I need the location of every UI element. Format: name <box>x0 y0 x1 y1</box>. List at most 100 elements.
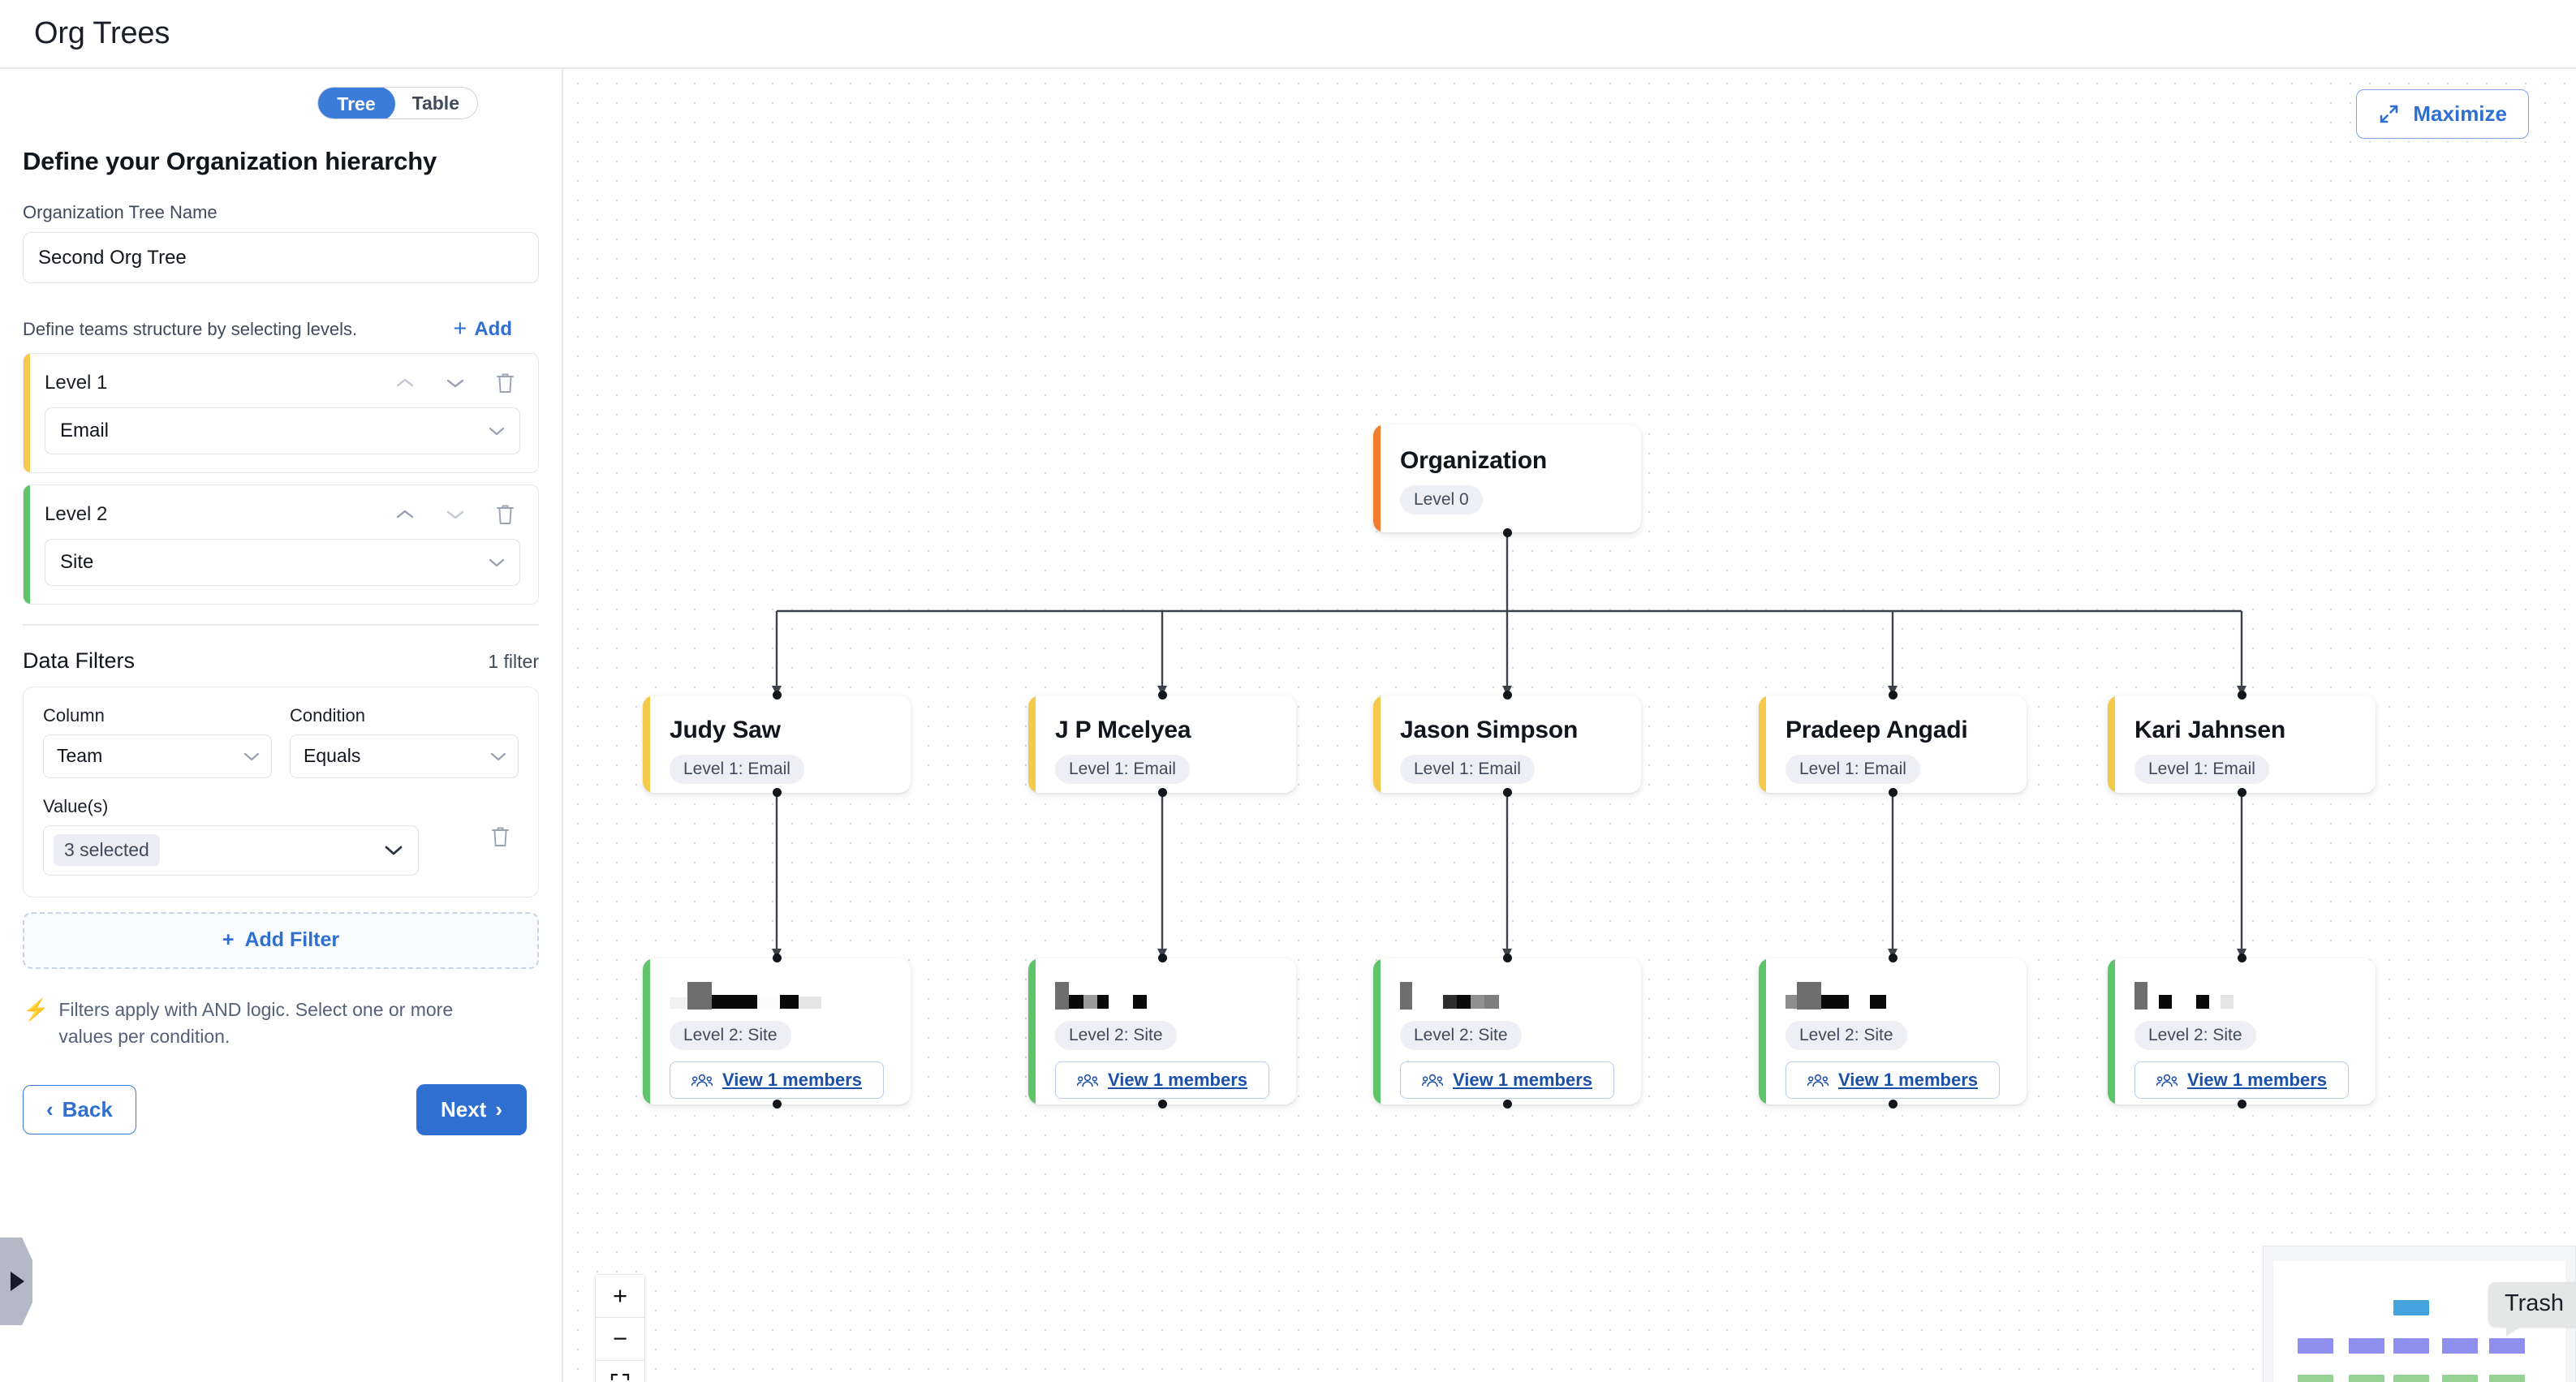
tab-tree[interactable]: Tree <box>318 88 395 118</box>
filter-column-label: Column <box>43 704 105 725</box>
node-input-port[interactable] <box>1158 954 1167 962</box>
people-icon <box>691 1074 713 1087</box>
node-input-port[interactable] <box>1158 691 1167 700</box>
node-output-port[interactable] <box>1889 788 1898 797</box>
back-button[interactable]: ‹ Back <box>23 1085 136 1135</box>
delete-filter-button[interactable] <box>490 825 510 850</box>
minimap-level2-node <box>2393 1375 2429 1382</box>
tree-edges <box>772 533 2246 958</box>
org-node-level2-4[interactable]: Level 2: Site View 1 members <box>2108 958 2376 1104</box>
node-output-port[interactable] <box>1158 1100 1167 1109</box>
view-members-button[interactable]: View 1 members <box>1786 1061 2000 1099</box>
org-node-level1-4[interactable]: Kari Jahnsen Level 1: Email <box>2108 695 2376 793</box>
node-badge: Level 2: Site <box>2134 1021 2256 1050</box>
trash-icon <box>492 827 509 846</box>
node-output-port[interactable] <box>2238 1100 2246 1109</box>
tree-name-input[interactable] <box>23 232 539 283</box>
level-2-field-select[interactable]: Site <box>45 539 520 586</box>
node-output-port[interactable] <box>773 1100 782 1109</box>
next-button[interactable]: Next › <box>416 1084 527 1136</box>
org-node-level2-3[interactable]: Level 2: Site View 1 members <box>1759 958 2027 1104</box>
filter-condition-select[interactable]: Equals <box>290 734 519 778</box>
org-node-level1-0[interactable]: Judy Saw Level 1: Email <box>643 695 911 793</box>
level-1-actions <box>394 372 515 394</box>
filter-values-select[interactable]: 3 selected <box>43 824 419 876</box>
filter-condition-label: Condition <box>290 704 365 725</box>
node-output-port[interactable] <box>1889 1100 1898 1109</box>
filters-note: ⚡ Filters apply with AND logic. Select o… <box>23 997 539 1051</box>
filter-row: Column Team Condition Equals Value(s) <box>23 686 539 898</box>
move-level-1-down-button[interactable] <box>445 377 466 390</box>
chevron-right-icon: › <box>495 1097 502 1122</box>
chevron-down-icon <box>385 846 403 855</box>
filters-header: Data Filters 1 filter <box>23 648 539 674</box>
maximize-button[interactable]: Maximize <box>2356 89 2529 139</box>
zoom-in-button[interactable]: + <box>596 1275 644 1318</box>
maximize-icon <box>2380 105 2398 123</box>
node-badge: Level 1: Email <box>1400 755 1535 784</box>
minimap-level2-node <box>2442 1375 2478 1382</box>
fit-view-button[interactable] <box>596 1361 644 1382</box>
move-level-2-down-button[interactable] <box>445 508 466 521</box>
level-card-2[interactable]: Level 2 Site <box>23 484 539 605</box>
org-node-level1-1[interactable]: J P Mcelyea Level 1: Email <box>1028 695 1296 793</box>
org-node-level2-1[interactable]: Level 2: Site View 1 members <box>1028 958 1296 1104</box>
org-node-level2-2[interactable]: Level 2: Site View 1 members <box>1373 958 1641 1104</box>
node-input-port[interactable] <box>773 691 782 700</box>
level-1-name: Level 1 <box>45 372 108 394</box>
redacted-node-title <box>670 978 911 1010</box>
plus-icon: + <box>222 928 235 952</box>
view-members-button[interactable]: View 1 members <box>1400 1061 1614 1099</box>
filter-column-group: Column Team <box>43 705 272 778</box>
node-badge: Level 2: Site <box>670 1021 791 1050</box>
move-level-1-up-button[interactable] <box>394 377 416 390</box>
minimap-level1-node <box>2298 1338 2333 1354</box>
people-icon <box>1807 1074 1829 1087</box>
org-tree-canvas[interactable]: Maximize <box>563 69 2576 1382</box>
node-title: Pradeep Angadi <box>1786 717 1968 743</box>
view-members-button[interactable]: View 1 members <box>2134 1061 2349 1099</box>
root-output-port[interactable] <box>1503 528 1512 537</box>
delete-level-2-button[interactable] <box>495 503 515 526</box>
root-node-title: Organization <box>1400 447 1547 474</box>
level-1-field-value: Email <box>60 420 110 441</box>
view-members-button[interactable]: View 1 members <box>670 1061 884 1099</box>
move-level-2-up-button[interactable] <box>394 508 416 521</box>
zoom-out-button[interactable]: − <box>596 1318 644 1361</box>
triangle-right-icon <box>10 1272 24 1291</box>
minimap-level1-node <box>2349 1338 2384 1354</box>
zoom-controls[interactable]: + − <box>595 1274 645 1382</box>
sidebar-collapse-handle[interactable] <box>0 1238 32 1325</box>
node-input-port[interactable] <box>1889 954 1898 962</box>
filter-column-select[interactable]: Team <box>43 734 272 778</box>
chevron-down-icon <box>489 558 505 567</box>
add-filter-button[interactable]: + Add Filter <box>23 911 539 969</box>
node-input-port[interactable] <box>1503 691 1512 700</box>
org-node-level1-2[interactable]: Jason Simpson Level 1: Email <box>1373 695 1641 793</box>
node-input-port[interactable] <box>1503 954 1512 962</box>
trash-tooltip: Trash <box>2488 1282 2576 1337</box>
tree-name-label: Organization Tree Name <box>23 202 218 222</box>
level-1-field-select[interactable]: Email <box>45 407 520 454</box>
redacted-node-title <box>1786 978 2027 1010</box>
node-output-port[interactable] <box>2238 788 2246 797</box>
minimap-level1-node <box>2489 1338 2525 1354</box>
view-mode-toggle[interactable]: Tree Table <box>317 87 478 119</box>
chevron-left-icon: ‹ <box>46 1097 54 1122</box>
node-input-port[interactable] <box>2238 691 2246 700</box>
org-node-root[interactable]: Organization Level 0 <box>1373 424 1641 532</box>
node-output-port[interactable] <box>1503 1100 1512 1109</box>
level-card-1[interactable]: Level 1 Emai <box>23 353 539 473</box>
node-output-port[interactable] <box>773 788 782 797</box>
org-node-level1-3[interactable]: Pradeep Angadi Level 1: Email <box>1759 695 2027 793</box>
node-output-port[interactable] <box>1503 788 1512 797</box>
view-members-button[interactable]: View 1 members <box>1055 1061 1269 1099</box>
node-input-port[interactable] <box>2238 954 2246 962</box>
tab-table[interactable]: Table <box>394 88 477 118</box>
node-output-port[interactable] <box>1158 788 1167 797</box>
org-node-level2-0[interactable]: Level 2: Site View 1 members <box>643 958 911 1104</box>
delete-level-1-button[interactable] <box>495 372 515 394</box>
add-level-button[interactable]: + Add <box>453 317 539 341</box>
node-input-port[interactable] <box>1889 691 1898 700</box>
node-input-port[interactable] <box>773 954 782 962</box>
